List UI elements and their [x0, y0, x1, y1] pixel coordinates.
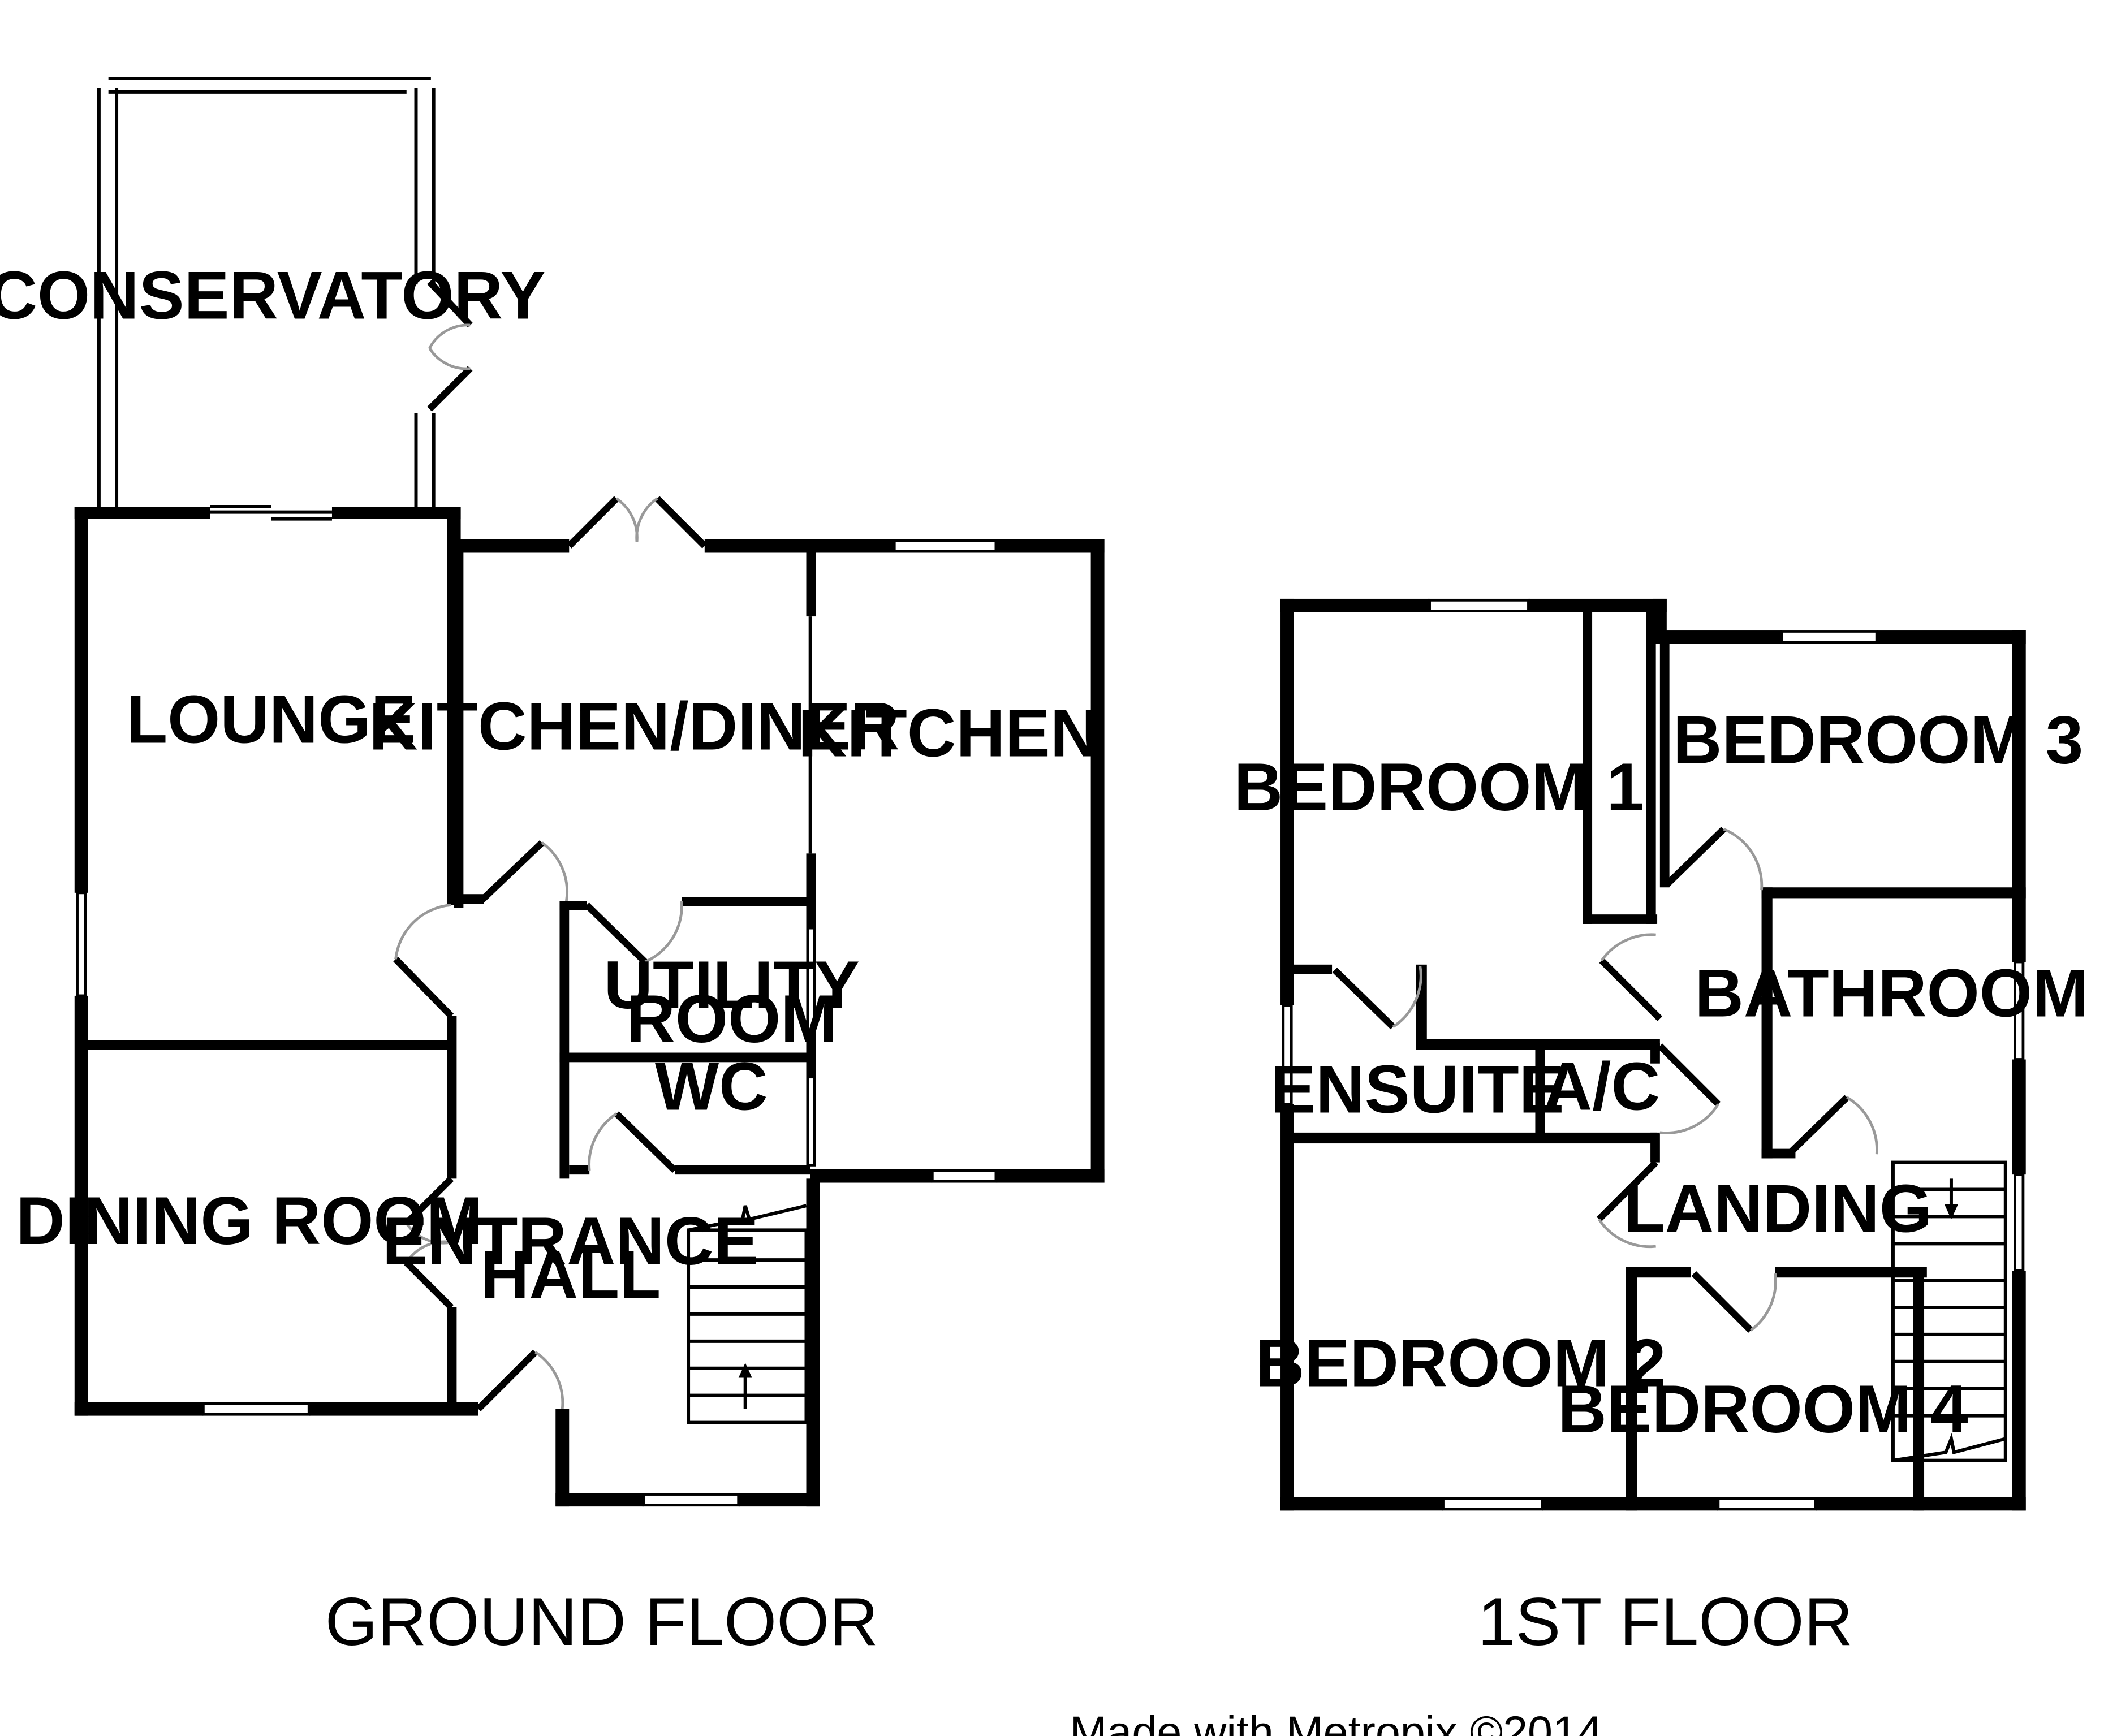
metropix-credit: Made with Metropix ©2014	[1070, 1707, 1602, 1736]
entrance-hall-label-line2: HALL	[480, 1238, 661, 1313]
ensuite-label: ENSUITE	[1270, 1052, 1564, 1127]
first-floor-walls	[1280, 598, 2026, 1511]
first-floor-windows	[1282, 598, 2025, 1511]
bedroom-1-label: BEDROOM 1	[1234, 750, 1644, 825]
kitchen-diner-label: KITCHEN/DINER	[369, 689, 899, 764]
entrance-hall-label-line1: ENTRANCE	[382, 1204, 758, 1279]
ground-floor-plan: CONSERVATORY LOUNGE KITCHEN/DINER KITCHE…	[0, 76, 1105, 1507]
first-floor-doors	[1332, 826, 1878, 1333]
ground-floor-caption: GROUND FLOOR	[325, 1584, 878, 1660]
kitchen-label: KITCHEN	[798, 696, 1099, 771]
utility-room-label-line1: UTILITY	[603, 948, 859, 1023]
ground-floor-windows	[76, 539, 998, 1507]
conservatory-walls	[97, 76, 436, 515]
conservatory-door	[427, 279, 473, 412]
ground-floor-stairs	[687, 1204, 808, 1424]
bedroom-4-label: BEDROOM 4	[1558, 1372, 1968, 1447]
dining-room-label: DINING ROOM	[16, 1184, 482, 1259]
first-floor-stairs	[1891, 1160, 2007, 1462]
utility-room-label-line2: ROOM	[626, 982, 837, 1057]
bedroom-3-label: BEDROOM 3	[1673, 702, 2083, 778]
first-floor-plan: BEDROOM 1 BEDROOM 3 BATHROOM ENSUITE A/C…	[1234, 598, 2089, 1511]
bedroom-2-label: BEDROOM 2	[1256, 1325, 1666, 1401]
ground-floor-doors	[393, 496, 708, 1411]
lounge-label: LOUNGE	[126, 682, 416, 757]
wc-label: WC	[655, 1050, 768, 1125]
first-floor-caption: 1ST FLOOR	[1478, 1584, 1853, 1660]
conservatory-label: CONSERVATORY	[0, 258, 545, 334]
landing-label: LANDING	[1623, 1171, 1932, 1246]
ac-label: A/C	[1543, 1050, 1660, 1125]
ground-floor-walls	[74, 505, 1105, 1507]
bathroom-label: BATHROOM	[1695, 956, 2088, 1031]
